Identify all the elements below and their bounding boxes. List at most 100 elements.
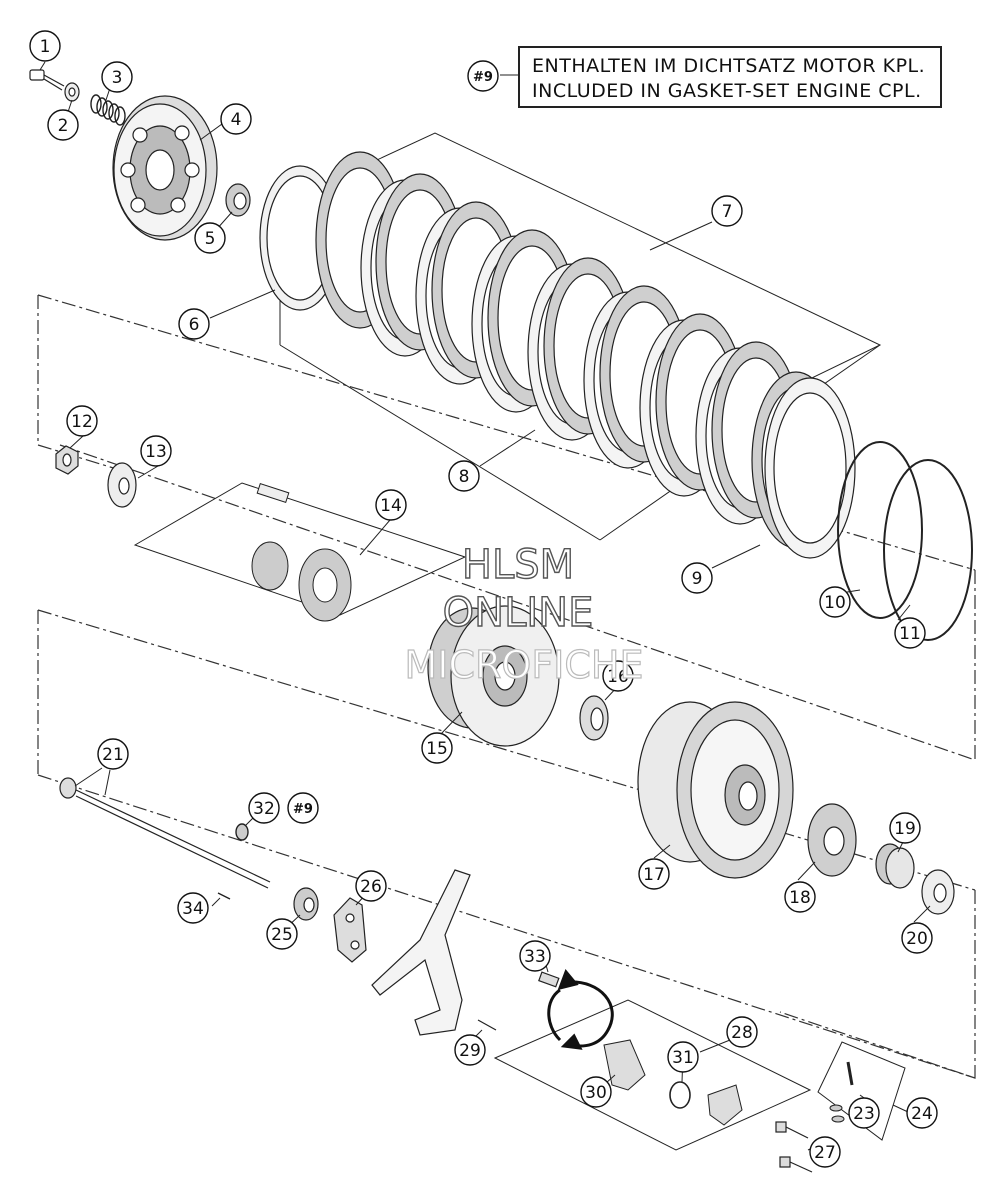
callout-circle (602, 660, 634, 692)
callout-31: 31 (667, 1041, 699, 1073)
primary-gear-part-15 (427, 605, 560, 747)
callout-8: 8 (448, 460, 480, 492)
callout-number: 14 (380, 496, 402, 516)
callout-number: 1 (40, 37, 51, 57)
spring-part-3 (90, 94, 126, 126)
callout-circle (177, 892, 209, 924)
callout-circle (901, 922, 933, 954)
push-rod-part-21 (59, 777, 271, 889)
callout-number: 20 (906, 929, 928, 949)
callout-21: 21 (97, 738, 129, 770)
callout-13: 13 (140, 435, 172, 467)
callout-1: 1 (29, 30, 61, 62)
callout-11: 11 (894, 617, 926, 649)
gear-part-18 (807, 803, 857, 877)
callout-circle (580, 1076, 612, 1108)
watermark-line-3: MICROFICHE (404, 643, 643, 687)
callout-number: 12 (71, 412, 93, 432)
pressure-plate-part-4 (112, 95, 218, 241)
callout-3: 3 (101, 61, 133, 93)
callout-circle (47, 109, 79, 141)
washer-part-13 (107, 462, 137, 508)
watermark: HLSM ONLINE MICROFICHE (404, 541, 644, 687)
callout-15: 15 (421, 732, 453, 764)
callout-circle (809, 1136, 841, 1168)
callout-number: 18 (789, 888, 811, 908)
callout-number: 8 (459, 467, 470, 487)
ref-tag-circle (467, 60, 499, 92)
callout-number: 11 (899, 624, 921, 644)
callout-circle (421, 732, 453, 764)
callout-number: 27 (814, 1143, 836, 1163)
callout-20: 20 (901, 922, 933, 954)
callout-circle (454, 1034, 486, 1066)
release-lever-part-29 (371, 869, 497, 1036)
callout-7: 7 (711, 195, 743, 227)
callout-circle (681, 562, 713, 594)
callout-circle (375, 489, 407, 521)
ref-tag-note: #9 (467, 60, 499, 92)
lever-plate-part-26 (333, 897, 367, 963)
callout-34: 34 (177, 892, 209, 924)
callout-circle (194, 222, 226, 254)
callout-10: 10 (819, 586, 851, 618)
needle-cage-part-19 (875, 843, 915, 889)
callout-4: 4 (220, 103, 252, 135)
clutch-basket-part-17 (637, 701, 794, 879)
callout-circle (726, 1016, 758, 1048)
callout-circle (819, 586, 851, 618)
callout-number: 25 (271, 925, 293, 945)
bolt-part-1 (29, 69, 65, 91)
washer-part-2 (64, 82, 80, 102)
callout-circle (101, 61, 133, 93)
pin-part-34 (217, 892, 231, 900)
gasket-note-box: ENTHALTEN IM DICHTSATZ MOTOR KPL. INCLUD… (518, 46, 942, 108)
callout-circle (66, 405, 98, 437)
callout-29: 29 (454, 1034, 486, 1066)
callout-30: 30 (580, 1076, 612, 1108)
callout-circle (248, 792, 280, 824)
callout-circle (266, 918, 298, 950)
callout-number: 28 (731, 1023, 753, 1043)
damper-set-part-14 (133, 482, 467, 622)
ref-tag-text: #9 (473, 70, 493, 85)
callout-5: 5 (194, 222, 226, 254)
callout-number: 7 (722, 202, 733, 222)
callout-circle (906, 1097, 938, 1129)
callout-circle (29, 30, 61, 62)
callout-number: 34 (182, 899, 204, 919)
callout-number: 10 (824, 593, 846, 613)
washer-part-20 (921, 869, 955, 915)
callout-number: 19 (894, 819, 916, 839)
callout-number: 33 (524, 947, 546, 967)
note-line-english: INCLUDED IN GASKET-SET ENGINE CPL. (532, 80, 922, 102)
wire-rings-part-10-11 (837, 441, 973, 641)
callout-24: 24 (906, 1097, 938, 1129)
callout-circle (355, 870, 387, 902)
callout-18: 18 (784, 881, 816, 913)
callout-25: 25 (266, 918, 298, 950)
callout-9: 9 (681, 562, 713, 594)
callout-number: 16 (607, 667, 629, 687)
callout-circle (848, 1097, 880, 1129)
callout-number: 32 (253, 799, 275, 819)
callout-16: 16 (602, 660, 634, 692)
callout-2: 2 (47, 109, 79, 141)
note-line-german: ENTHALTEN IM DICHTSATZ MOTOR KPL. (532, 55, 926, 77)
callout-number: 9 (692, 569, 703, 589)
ref-tag-part-32: #9 (287, 792, 319, 824)
callout-number: 24 (911, 1104, 933, 1124)
callout-number: 4 (231, 110, 242, 130)
callout-6: 6 (178, 308, 210, 340)
callout-circle (519, 940, 551, 972)
callout-circle (140, 435, 172, 467)
bearing-part-25 (293, 887, 319, 921)
callout-circle (784, 881, 816, 913)
callout-17: 17 (638, 858, 670, 890)
callout-number: 2 (58, 116, 69, 136)
callout-number: 21 (102, 745, 124, 765)
callout-number: 3 (112, 68, 123, 88)
callout-number: 6 (189, 315, 200, 335)
callout-23: 23 (848, 1097, 880, 1129)
nut-part-12 (55, 445, 79, 475)
